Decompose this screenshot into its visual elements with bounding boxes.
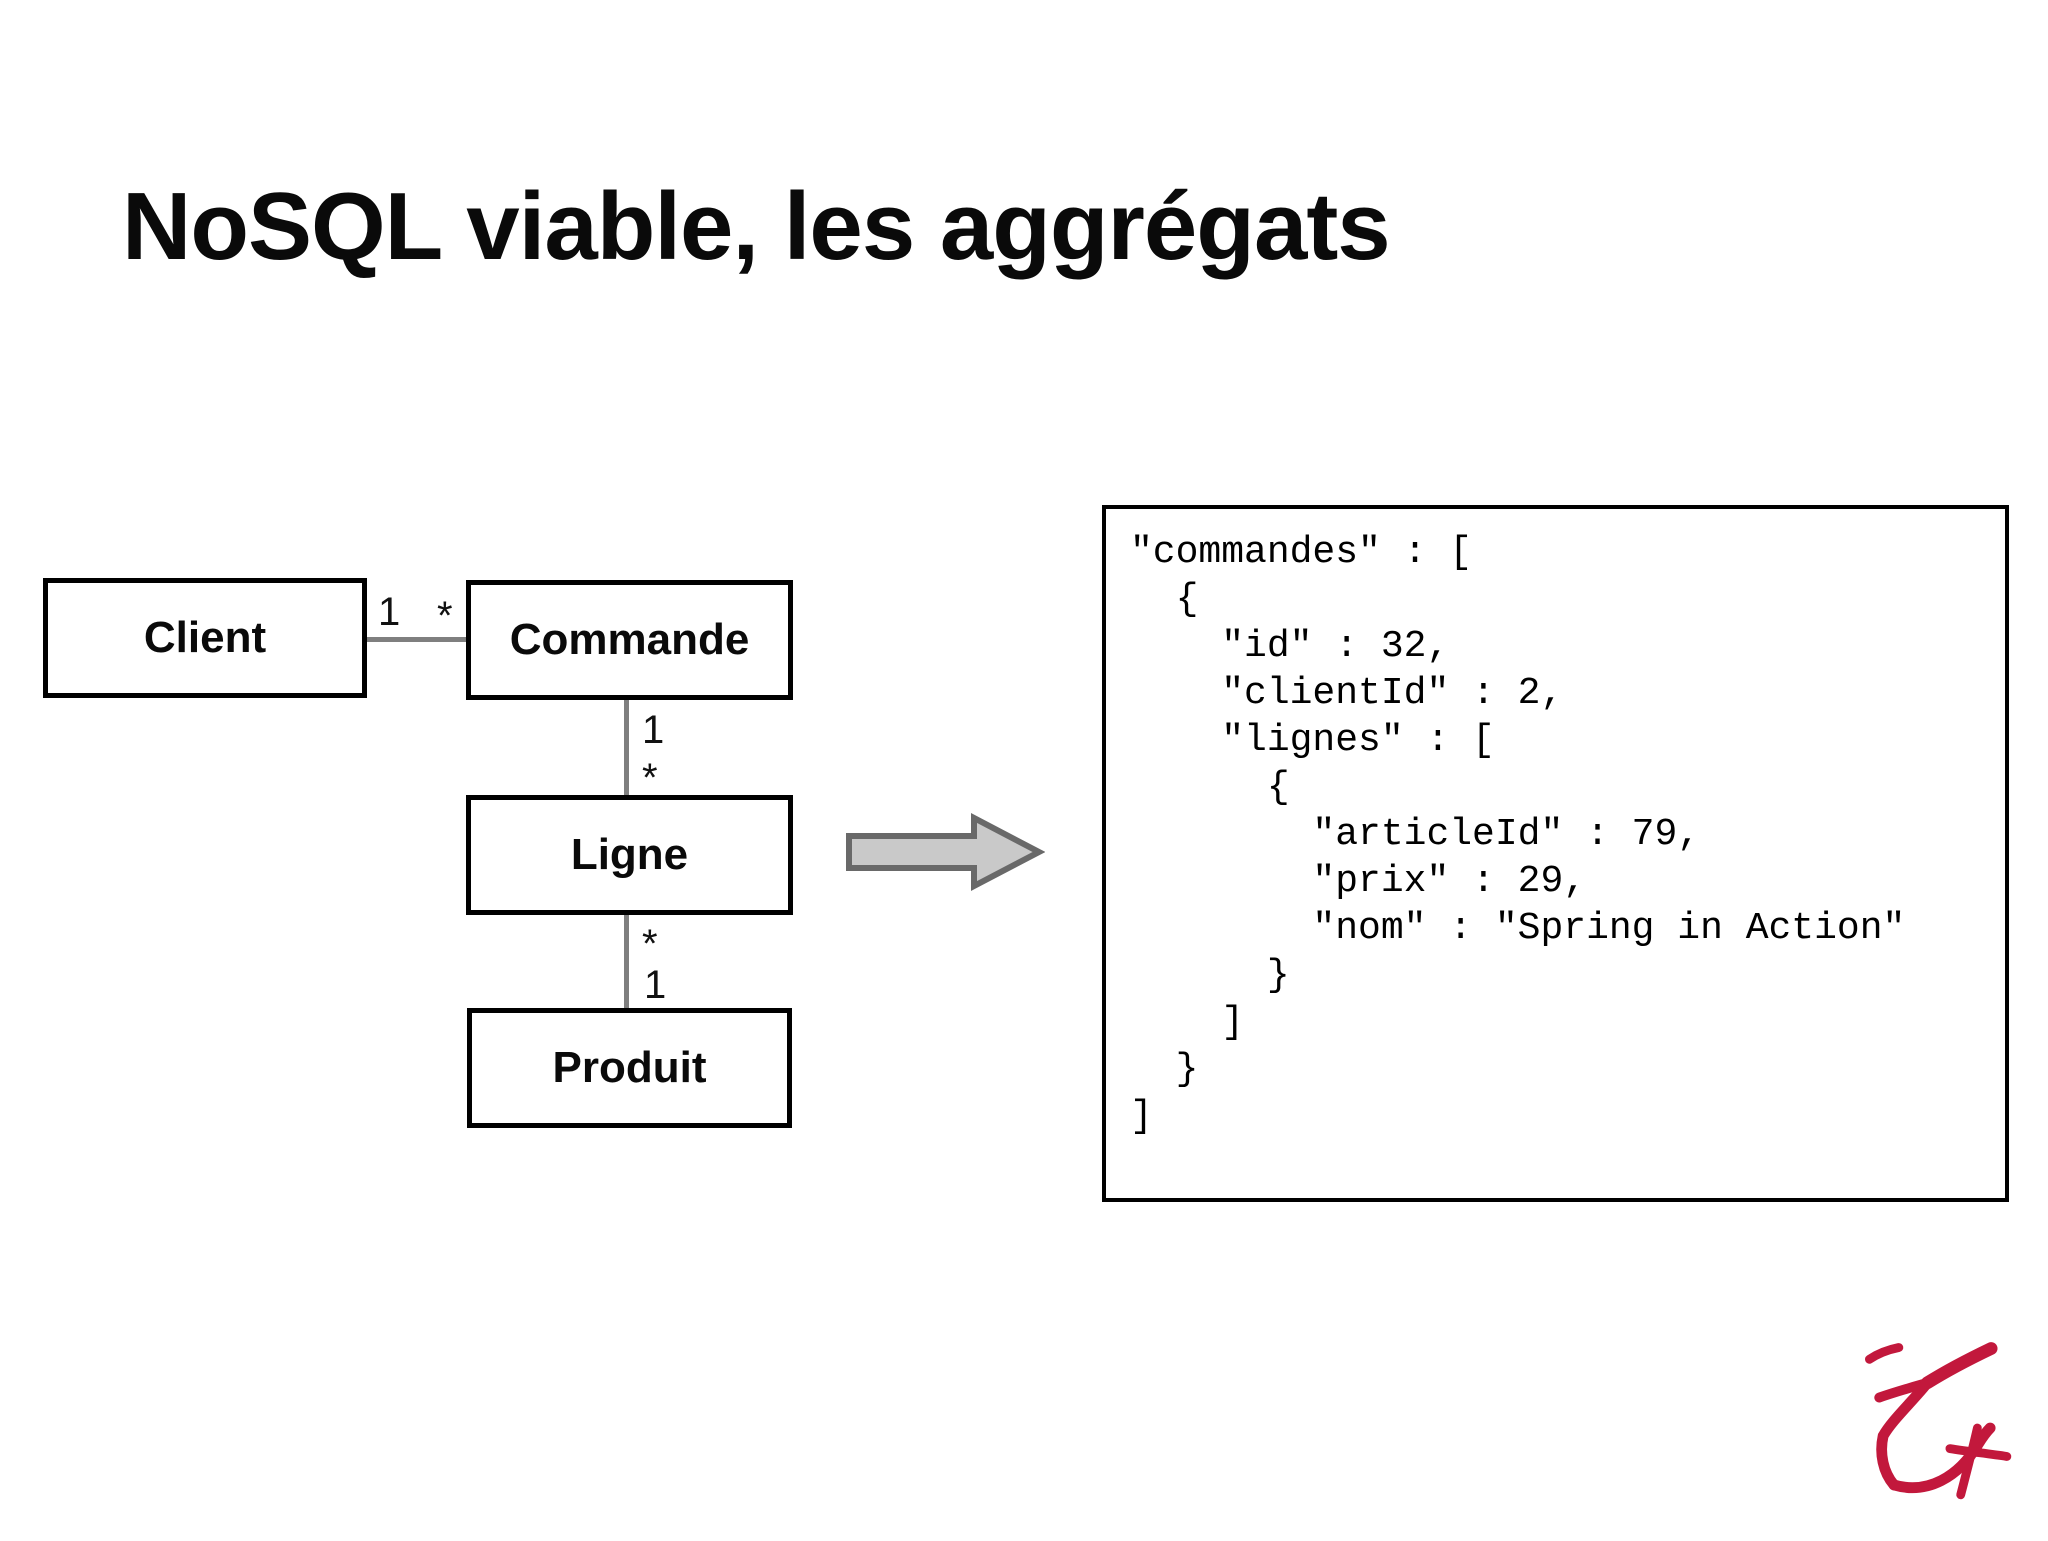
cardinality-ligne-lower: * bbox=[642, 922, 658, 966]
signature-logo-icon bbox=[1845, 1320, 2045, 1536]
json-code-panel: "commandes" : [ { "id" : 32, "clientId" … bbox=[1102, 505, 2009, 1202]
cardinality-client-side: 1 bbox=[378, 590, 401, 634]
entity-box-commande: Commande bbox=[466, 580, 793, 700]
entity-label-commande: Commande bbox=[509, 615, 750, 664]
cardinality-ligne-upper: * bbox=[642, 756, 658, 800]
cardinality-produit-upper: 1 bbox=[644, 963, 667, 1007]
cardinality-commande-lower: 1 bbox=[642, 708, 665, 752]
entity-label-ligne: Ligne bbox=[570, 830, 689, 879]
page-title: NoSQL viable, les aggrégats bbox=[122, 173, 1391, 280]
connector-client-commande bbox=[367, 637, 466, 642]
entity-box-produit: Produit bbox=[467, 1008, 792, 1128]
entity-label-client: Client bbox=[143, 613, 267, 662]
connector-commande-ligne bbox=[624, 700, 629, 795]
entity-box-ligne: Ligne bbox=[466, 795, 793, 915]
transform-arrow-icon bbox=[845, 810, 1046, 894]
cardinality-commande-side: * bbox=[437, 594, 453, 638]
entity-label-produit: Produit bbox=[552, 1043, 707, 1092]
entity-box-client: Client bbox=[43, 578, 367, 698]
json-code-block: "commandes" : [ { "id" : 32, "clientId" … bbox=[1130, 531, 1906, 1138]
connector-ligne-produit bbox=[624, 915, 629, 1008]
